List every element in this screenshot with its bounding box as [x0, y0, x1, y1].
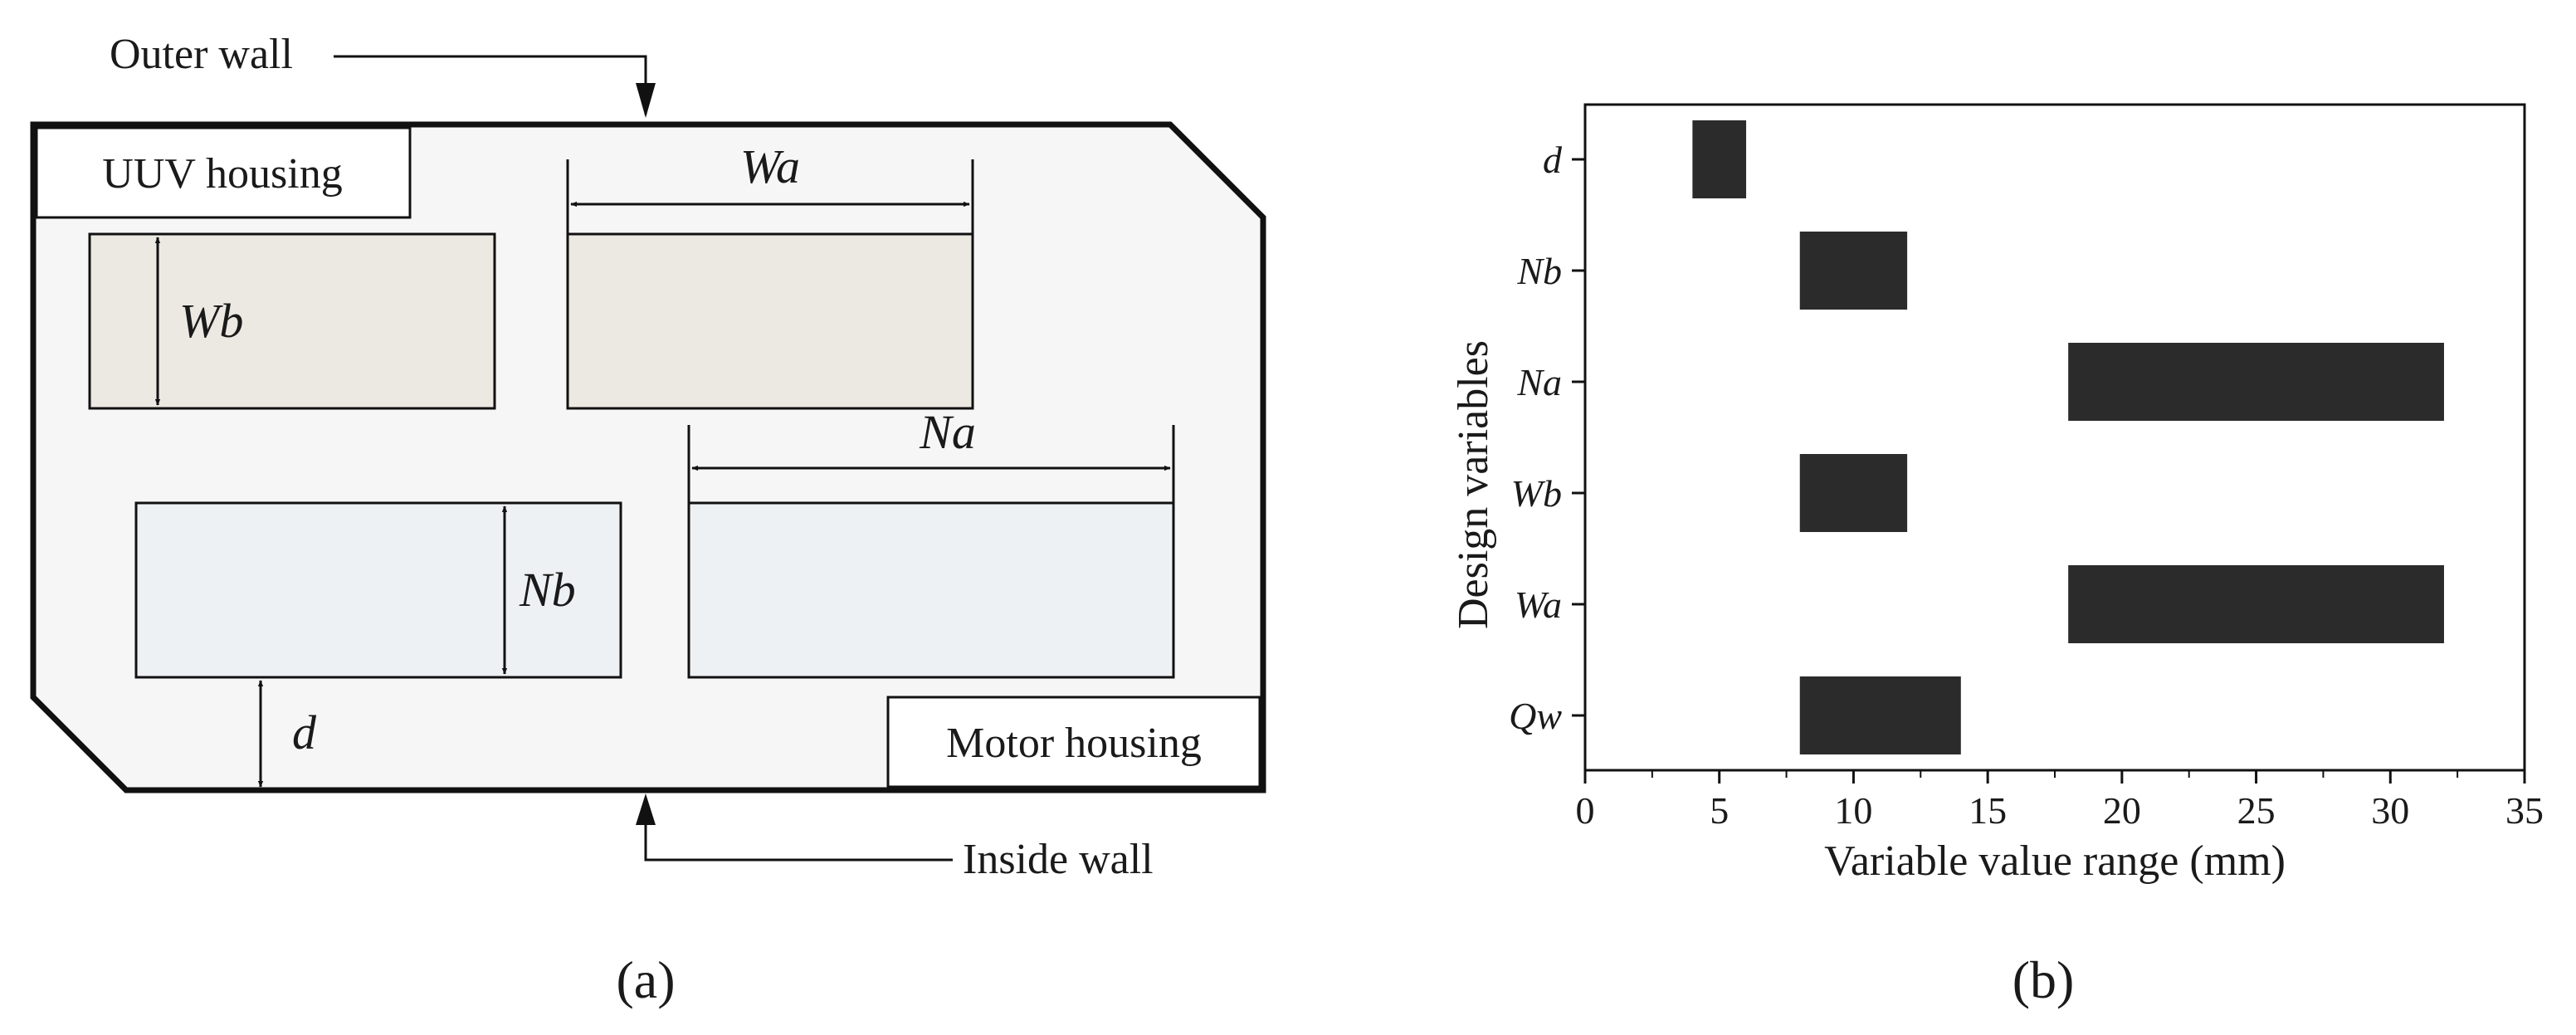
x-axis-title: Variable value range (mm)	[1824, 837, 2286, 885]
motor-housing-label: Motor housing	[946, 720, 1202, 767]
x-tick-label: 20	[2103, 789, 2141, 832]
y-tick-label: Wb	[1511, 472, 1562, 515]
upper-right-block	[566, 232, 974, 410]
range-bar-wb	[1799, 454, 1908, 532]
inside-wall-label: Inside wall	[963, 836, 1154, 883]
y-axis-title: Design variables	[1450, 340, 1497, 629]
range-bars	[1692, 120, 2444, 754]
y-tick-label: Nb	[1516, 250, 1562, 292]
range-bar-nb	[1799, 232, 1908, 310]
x-tick-label: 30	[2371, 789, 2409, 832]
motor-housing-box	[886, 696, 1261, 788]
uuv-housing-label: UUV housing	[102, 150, 342, 198]
y-tick-label: Wa	[1515, 583, 1562, 626]
y-tick-label: Qw	[1509, 695, 1562, 737]
range-bar-na	[2068, 343, 2444, 421]
inside-wall-arrowhead	[636, 793, 656, 825]
panel-a-schematic: Outer wall UUV housing Wb Wa Nb Na d	[30, 31, 1266, 1009]
y-tick-label: Na	[1516, 361, 1562, 403]
plot-frame	[1583, 103, 2526, 772]
range-bar-qw	[1799, 676, 1961, 754]
x-tick-label: 35	[2505, 789, 2544, 832]
x-tick-label: 25	[2237, 789, 2276, 832]
range-bar-d	[1692, 120, 1747, 198]
d-dimension-label: d	[292, 705, 317, 759]
x-tick-label: 5	[1710, 789, 1729, 832]
inside-wall-leader	[644, 822, 953, 862]
uuv-housing-box	[35, 126, 412, 219]
wb-dimension-label: Wb	[179, 294, 243, 348]
x-tick-label: 15	[1969, 789, 2007, 832]
lower-left-block	[134, 501, 622, 679]
range-bar-wa	[2068, 565, 2444, 643]
wa-dimension-label: Wa	[740, 139, 800, 193]
outer-wall-label: Outer wall	[110, 31, 293, 78]
y-axis-ticks	[1572, 158, 1585, 717]
nb-dimension-label: Nb	[519, 563, 576, 617]
panel-a-caption: (a)	[616, 950, 675, 1009]
outer-wall-leader	[334, 55, 647, 115]
x-axis-tick-labels: 0 5 10 15 20 25 30 35	[1576, 789, 2544, 832]
y-tick-label: d	[1543, 139, 1563, 181]
lower-right-block	[687, 501, 1175, 679]
x-tick-label: 0	[1576, 789, 1595, 832]
housing-outline	[30, 121, 1266, 793]
na-dimension-label: Na	[919, 405, 976, 459]
panel-b-caption: (b)	[2013, 950, 2075, 1009]
x-tick-label: 10	[1834, 789, 1872, 832]
upper-left-block	[88, 232, 496, 410]
x-axis-ticks	[1583, 770, 2526, 784]
outer-wall-arrowhead	[636, 83, 656, 118]
